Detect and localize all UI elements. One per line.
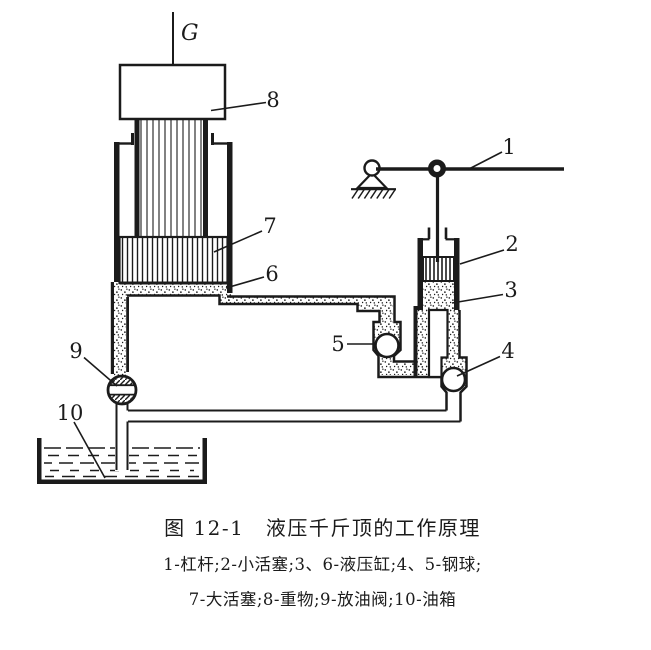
leader-lines (73, 101, 505, 479)
tank-piping (115, 403, 461, 471)
small-piston (422, 256, 455, 282)
lever-assembly (351, 159, 564, 199)
label-suction-ball: 4 (501, 339, 514, 363)
label-pump-cylinder: 3 (504, 278, 517, 302)
force-label: G (181, 21, 199, 46)
delivery-ball (374, 332, 400, 359)
oil-channel-borders (110, 282, 442, 379)
label-main-cylinder: 6 (265, 262, 278, 286)
figure-legend-line-1: 1-杠杆;2-小活塞;3、6-液压缸;4、5-钢球; (163, 555, 482, 574)
figure-legend-line-2: 7-大活塞;8-重物;9-放油阀;10-油箱 (188, 590, 457, 609)
label-oil-tank: 10 (57, 401, 84, 425)
label-release-valve: 9 (69, 339, 82, 363)
label-delivery-ball: 5 (331, 332, 344, 356)
figure-caption: 图 12-1 液压千斤顶的工作原理 (164, 516, 481, 540)
suction-ball (440, 366, 467, 393)
large-piston (118, 235, 229, 285)
release-valve (106, 374, 138, 406)
weight-box (118, 63, 227, 121)
large-piston-rod (134, 119, 208, 237)
label-weight: 8 (266, 88, 279, 112)
label-large-piston: 7 (263, 214, 276, 238)
pump-cylinder (417, 227, 460, 310)
label-lever: 1 (502, 135, 515, 159)
main-cylinder (114, 133, 233, 293)
label-small-piston: 2 (505, 232, 518, 256)
pump-block-core (427, 308, 449, 379)
